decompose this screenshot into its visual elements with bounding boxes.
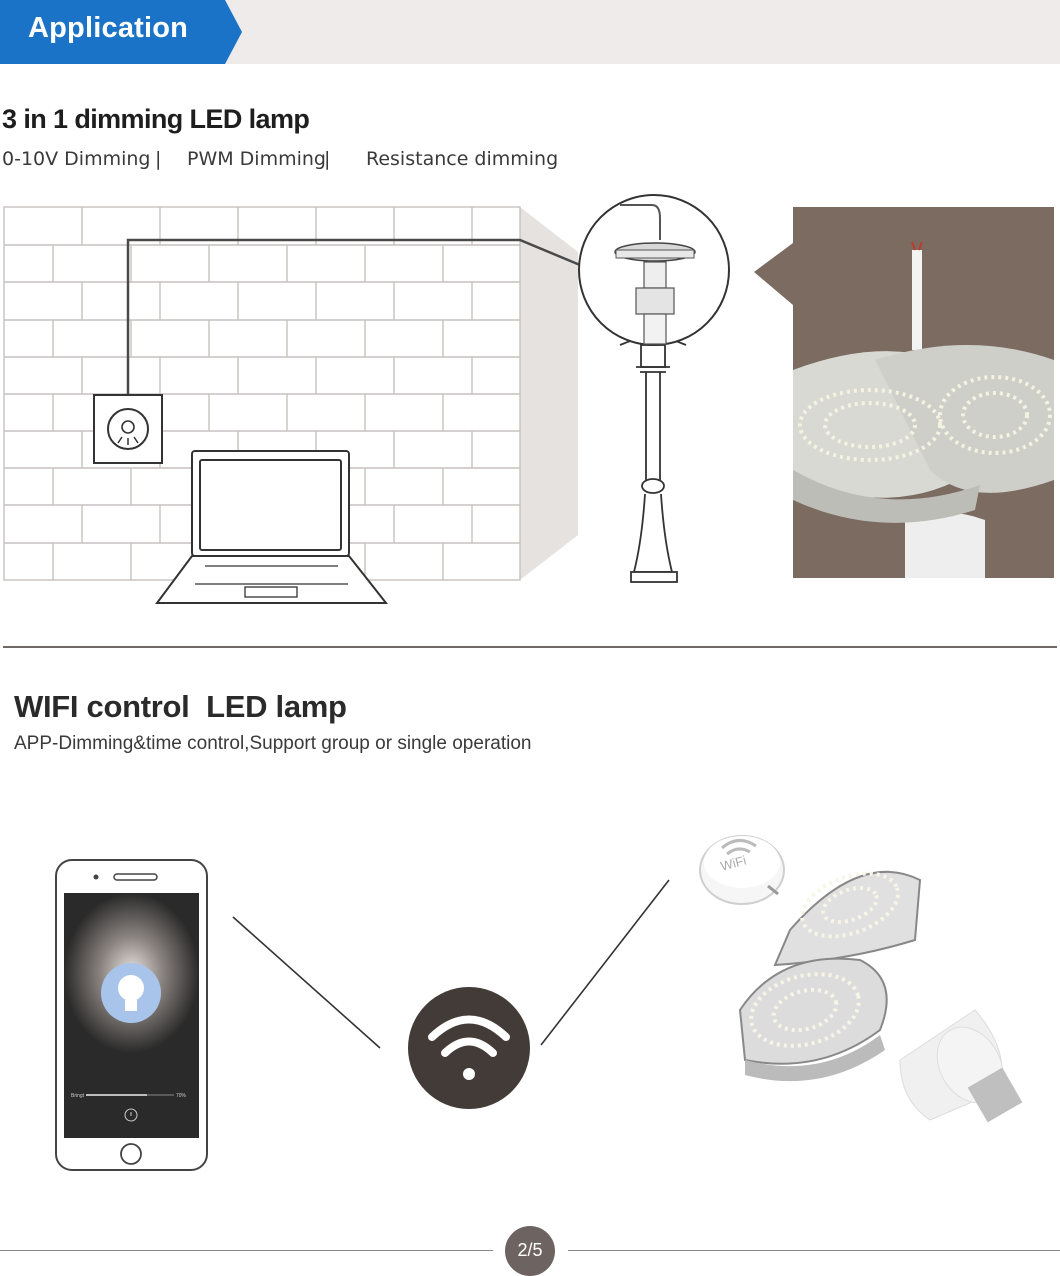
led-corn-lamp-photo — [754, 207, 1054, 578]
page-indicator — [505, 1226, 555, 1276]
dimming-illustration — [3, 194, 1054, 604]
mode-0-10v: 0-10V Dimming — [2, 148, 151, 170]
lamp-detail-magnifier — [578, 194, 730, 346]
wifi-module-label: WiFi — [719, 853, 748, 874]
pager-line-left — [0, 1250, 493, 1251]
section2-title: WIFI control LED lamp — [14, 689, 347, 724]
pager-line-right — [568, 1250, 1060, 1251]
mode-separator: | — [324, 148, 331, 170]
section1-title: 3 in 1 dimming LED lamp — [2, 104, 310, 134]
mode-separator: | — [155, 148, 162, 170]
brightness-slider-value: 70% — [176, 1093, 187, 1099]
section-divider — [3, 646, 1057, 648]
wifi-module-icon: WiFi — [699, 835, 785, 905]
wifi-illustration: Bringt 70% WiFi — [55, 835, 1023, 1171]
dimmer-switch-icon — [93, 394, 163, 464]
mode-resistance: Resistance dimming — [366, 148, 559, 170]
section2-subtitle: APP-Dimming&time control,Support group o… — [14, 733, 532, 754]
brightness-slider-label: Bringt — [71, 1093, 85, 1099]
garden-lamp-post-icon — [619, 336, 687, 583]
wifi-led-lamp-icon — [738, 870, 1023, 1123]
smartphone-icon: Bringt 70% — [55, 859, 208, 1171]
wifi-icon — [408, 987, 530, 1109]
mode-pwm: PWM Dimming — [187, 148, 326, 170]
laptop-icon — [155, 450, 389, 604]
bulb-app-icon — [101, 963, 161, 1023]
header-tab — [0, 0, 242, 64]
header-title: Application — [28, 12, 189, 44]
page-indicator-label: 2/5 — [517, 1240, 543, 1260]
